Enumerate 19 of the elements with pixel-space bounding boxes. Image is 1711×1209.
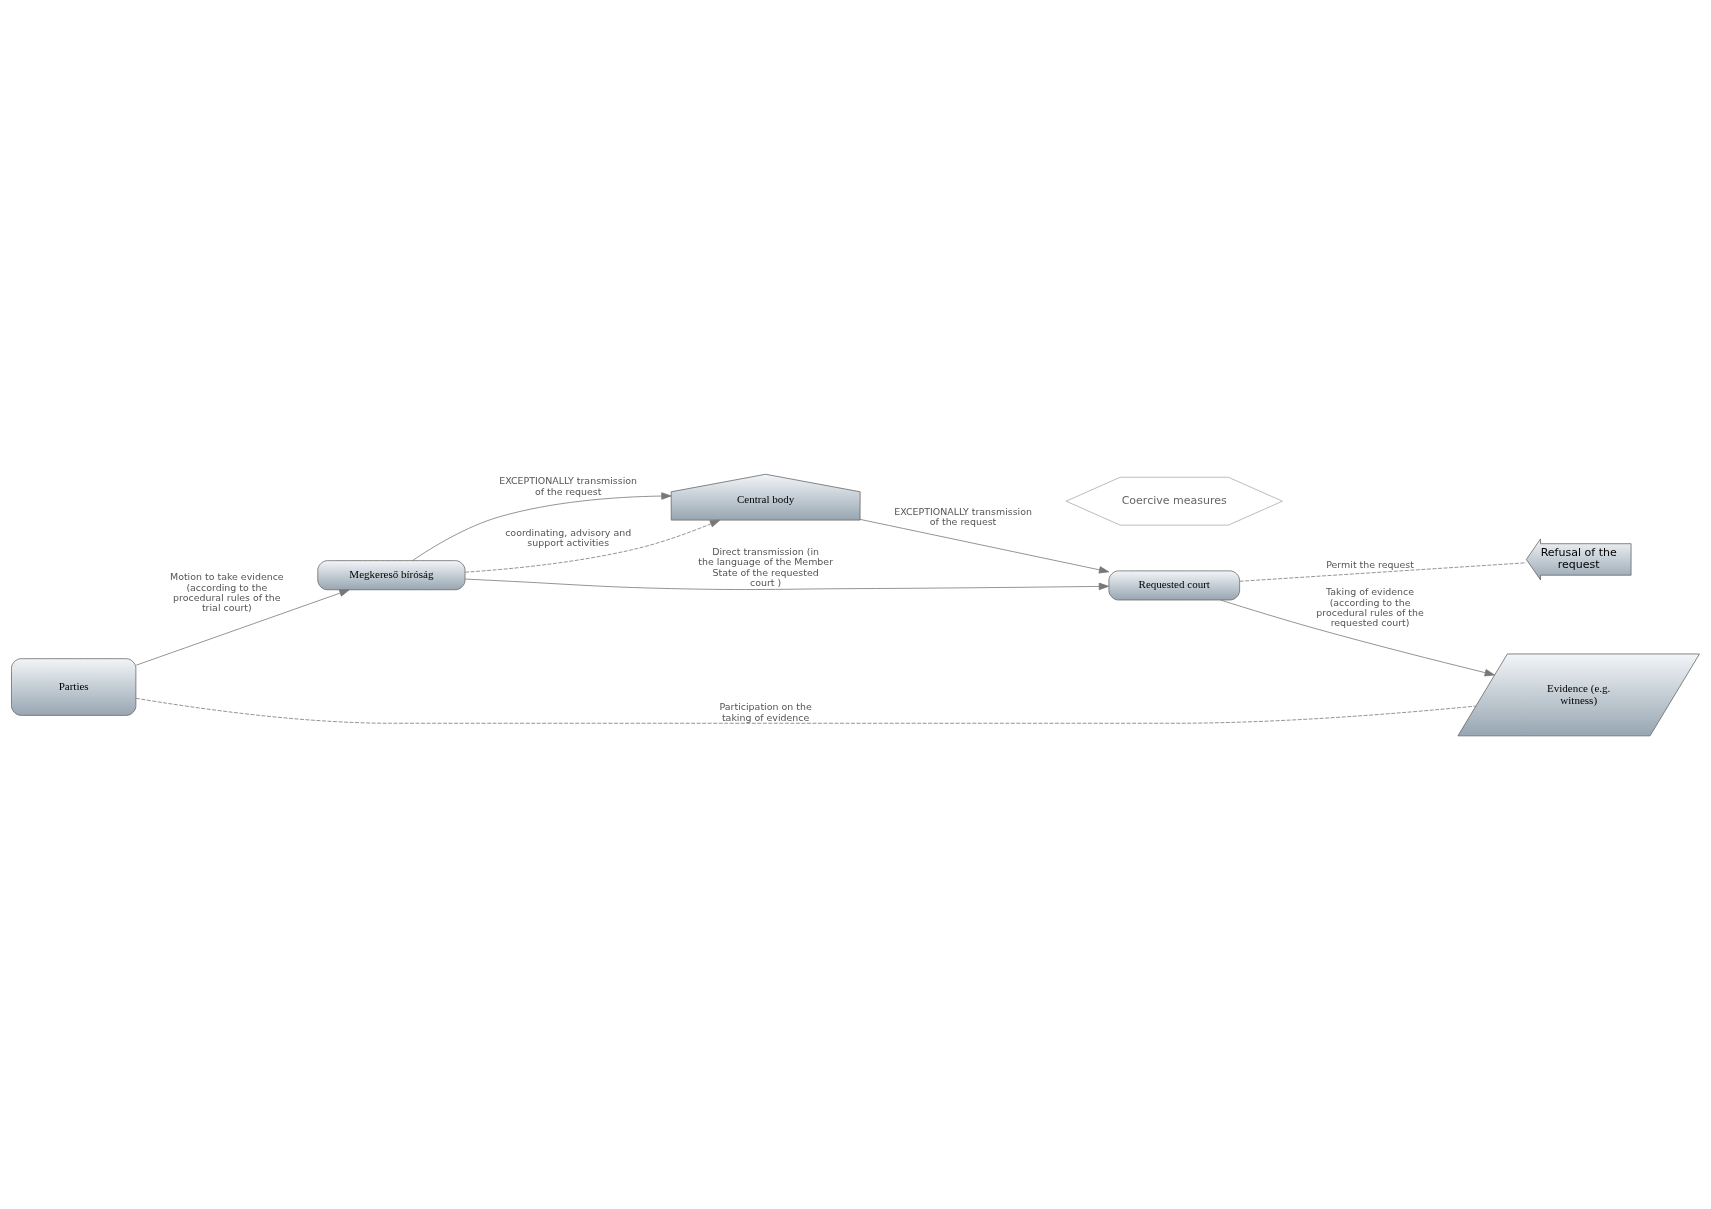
arrow — [859, 518, 1110, 573]
edge-label: Permit the request — [1326, 558, 1414, 570]
node-box: Megkereső bíróság — [317, 559, 466, 590]
edge-label: Motion to take evidence (according to the procedural rules of the trial court) — [169, 570, 284, 613]
edge-label: EXCEPTIONALLY transmission of the request — [499, 474, 638, 497]
node-box: Parties — [11, 657, 137, 716]
edge-label: Direct transmission (in the language of the Member State of the requested court ) — [698, 545, 834, 588]
arrow — [412, 491, 672, 561]
edge-label: coordinating, advisory and support activities — [505, 526, 632, 548]
connector — [1239, 561, 1527, 582]
connector — [135, 697, 1477, 724]
edge-label: EXCEPTIONALLY transmission of the request — [894, 505, 1032, 527]
arrow — [135, 588, 350, 666]
arrow — [464, 578, 1109, 590]
arrow — [464, 519, 721, 573]
edge-label: Taking of evidence (according to the procedural rules of the requested court) — [1316, 585, 1424, 628]
arrow — [1220, 599, 1495, 676]
node-box: Requested court — [1108, 570, 1240, 600]
edge-label: Participation on the taking of evidence — [719, 700, 812, 723]
